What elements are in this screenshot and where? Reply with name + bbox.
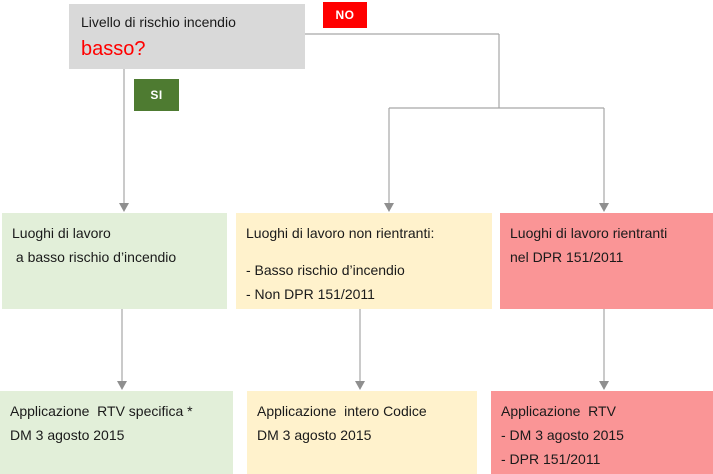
box-text-line: nel DPR 151/2011 [510, 249, 624, 265]
decision-box: Livello di rischio incendio basso? [69, 4, 305, 69]
box-apply-rtv-dpr: Applicazione RTV - DM 3 agosto 2015 - DP… [491, 391, 713, 474]
box-text-line: Luoghi di lavoro [12, 225, 111, 241]
box-text-line: Applicazione intero Codice [257, 403, 427, 419]
box-workplaces-in-dpr: Luoghi di lavoro rientranti nel DPR 151/… [500, 213, 713, 309]
box-low-risk-workplaces: Luoghi di lavoro a basso rischio d’incen… [2, 213, 227, 309]
box-apply-full-code: Applicazione intero Codice DM 3 agosto 2… [247, 391, 477, 474]
box-text-line: DM 3 agosto 2015 [10, 427, 125, 443]
box-text-line: - Basso rischio d’incendio [246, 262, 405, 278]
decision-question-line1: Livello di rischio incendio [81, 14, 236, 30]
box-text-line: Luoghi di lavoro rientranti [510, 225, 668, 241]
box-text-line: DM 3 agosto 2015 [257, 427, 372, 443]
box-text-line: - DM 3 agosto 2015 [501, 427, 624, 443]
box-text-line: Applicazione RTV [501, 403, 616, 419]
box-workplaces-not-in-dpr: Luoghi di lavoro non rientranti: - Basso… [236, 213, 492, 309]
box-text-line: Applicazione RTV specifica * [10, 403, 193, 419]
box-text-line: - DPR 151/2011 [501, 451, 601, 467]
box-text-line: a basso rischio d’incendio [12, 249, 177, 265]
box-text-line: - Non DPR 151/2011 [246, 286, 375, 302]
box-text-line: Luoghi di lavoro non rientranti: [246, 225, 435, 241]
decision-question-line2: basso? [81, 38, 146, 60]
box-apply-rtv-specific: Applicazione RTV specifica * DM 3 agosto… [0, 391, 233, 474]
branch-label-si: SI [134, 79, 179, 111]
branch-label-no: NO [323, 2, 367, 28]
